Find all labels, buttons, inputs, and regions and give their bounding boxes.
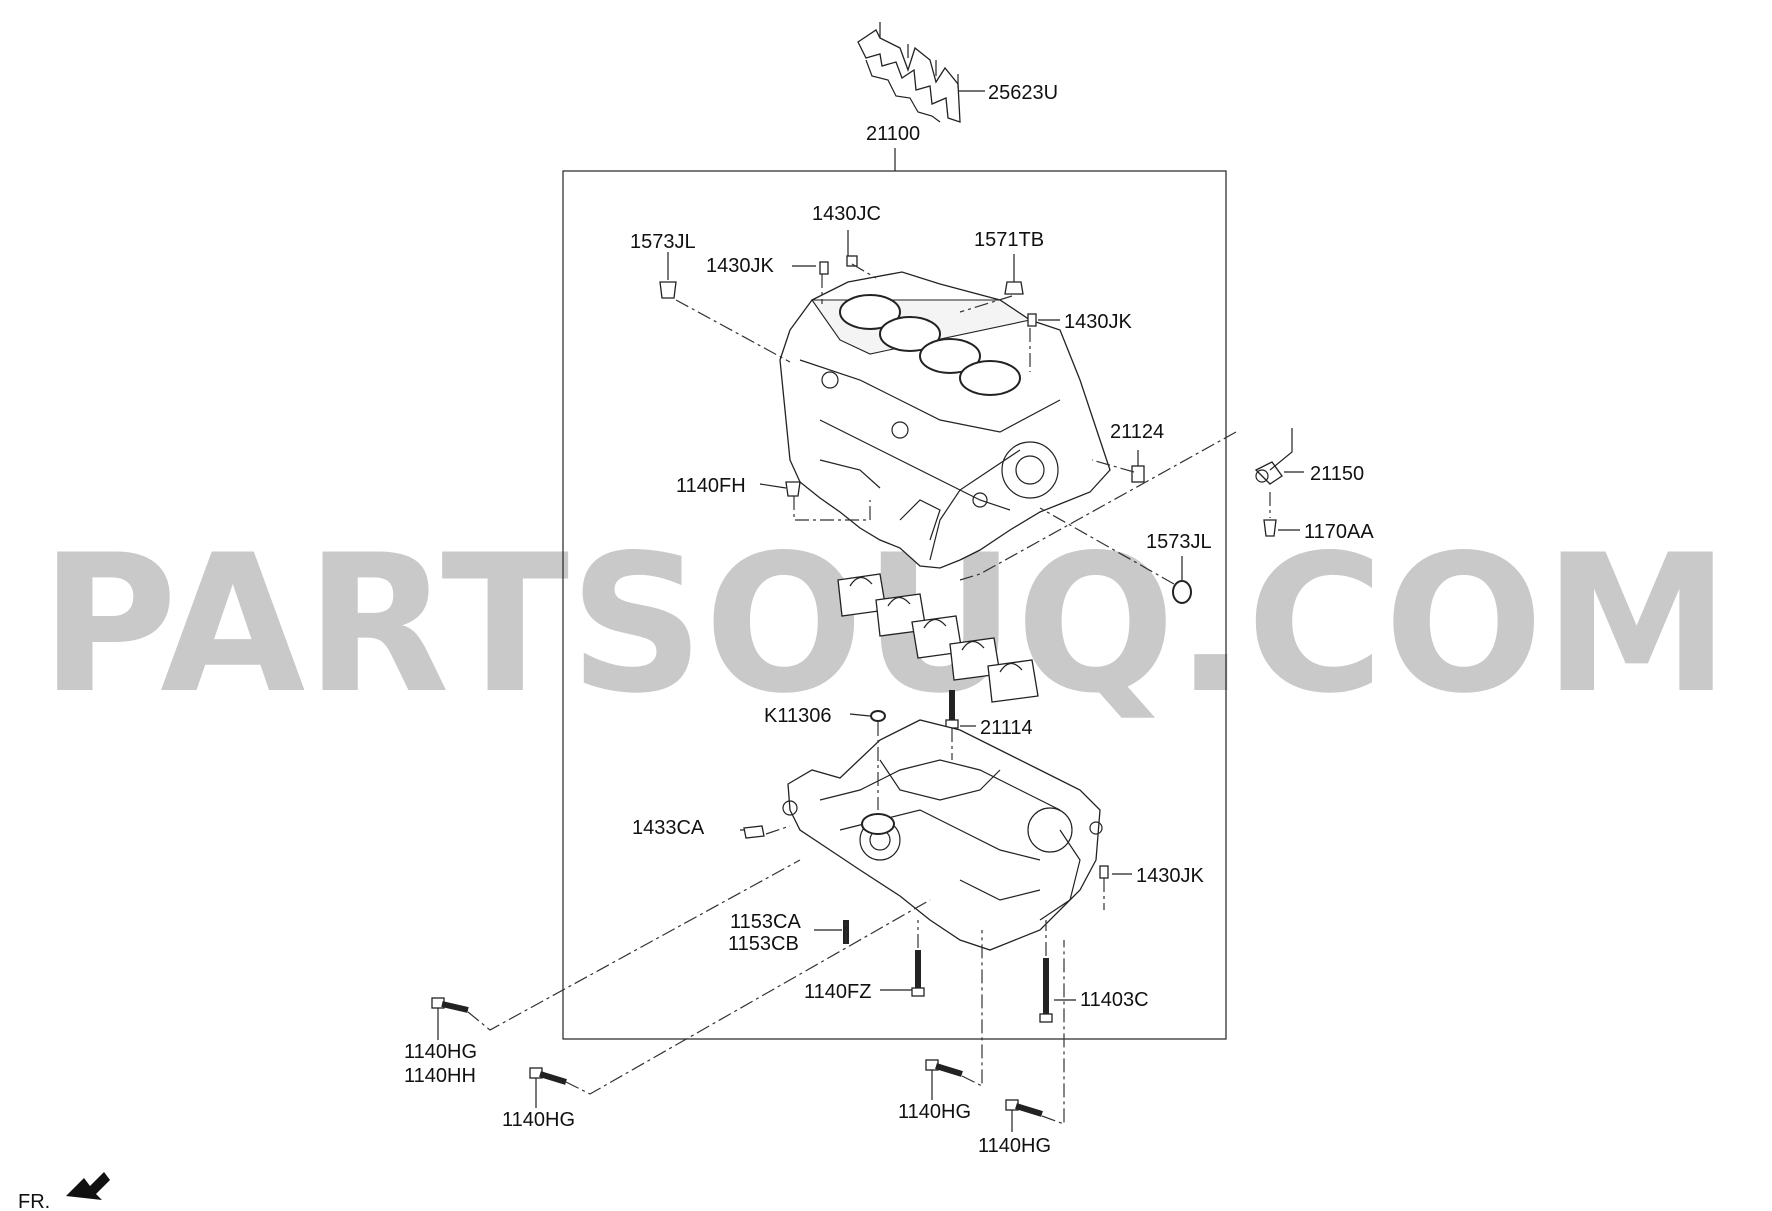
oil-jet-21150-part[interactable]: [1254, 428, 1293, 485]
label-11403C: 11403C: [1080, 989, 1149, 1011]
label-1571TB: 1571TB: [974, 229, 1044, 251]
label-25623U: 25623U: [988, 82, 1058, 104]
bolt-1140FH-part[interactable]: [785, 481, 801, 497]
label-1430JC: 1430JC: [812, 203, 881, 225]
label-1573JL-right: 1573JL: [1146, 531, 1212, 553]
front-direction-arrow-icon: [66, 1172, 110, 1200]
label-21114: 21114: [980, 717, 1033, 739]
label-21124: 21124: [1110, 421, 1164, 443]
label-21100: 21100: [866, 123, 920, 145]
label-1140HG-a: 1140HG: [404, 1041, 477, 1063]
label-1430JK-right: 1430JK: [1064, 311, 1132, 333]
dowel-1430JK-top-part[interactable]: [819, 261, 829, 275]
label-1140HH: 1140HH: [404, 1065, 476, 1087]
bolt-1170AA-part[interactable]: [1263, 519, 1277, 537]
dowel-1430JC-part[interactable]: [846, 255, 858, 267]
cylinder-block-part[interactable]: [779, 271, 1111, 569]
label-1170AA: 1170AA: [1304, 521, 1374, 543]
label-1433CA: 1433CA: [632, 817, 705, 839]
dowel-1430JK-low-part[interactable]: [1099, 865, 1109, 879]
label-1153CA: 1153CA: [730, 911, 801, 933]
label-1140HG-b: 1140HG: [502, 1109, 575, 1131]
plug-1573JL-top-part[interactable]: [659, 281, 677, 299]
dowel-1430JK-right-part[interactable]: [1027, 313, 1037, 327]
label-1140HG-c: 1140HG: [898, 1101, 971, 1123]
seal-K11306-part[interactable]: [870, 710, 886, 722]
label-1430JK-top: 1430JK: [706, 255, 774, 277]
bolt-11403C-part[interactable]: [1039, 958, 1053, 1023]
label-21150: 21150: [1310, 463, 1364, 485]
label-1140FZ: 1140FZ: [804, 981, 871, 1003]
plug-1573JL-right-part[interactable]: [1172, 580, 1192, 604]
front-direction-label: FR.: [18, 1191, 50, 1211]
bolt-1140FZ-part[interactable]: [911, 950, 925, 997]
bearing-caps-part[interactable]: [837, 573, 1039, 703]
label-1573JL-top: 1573JL: [630, 231, 696, 253]
dowel-1433CA-part[interactable]: [743, 825, 765, 839]
plug-1571TB-part[interactable]: [1004, 281, 1024, 295]
label-1430JK-low: 1430JK: [1136, 865, 1204, 887]
label-1140FH: 1140FH: [676, 475, 746, 497]
dowel-21124-part[interactable]: [1131, 465, 1145, 483]
lower-crankcase-part[interactable]: [782, 719, 1103, 951]
label-1153CB: 1153CB: [728, 933, 799, 955]
label-1140HG-d: 1140HG: [978, 1135, 1051, 1157]
label-K11306: K11306: [764, 705, 831, 727]
gasket-25623U-part[interactable]: [857, 22, 961, 123]
